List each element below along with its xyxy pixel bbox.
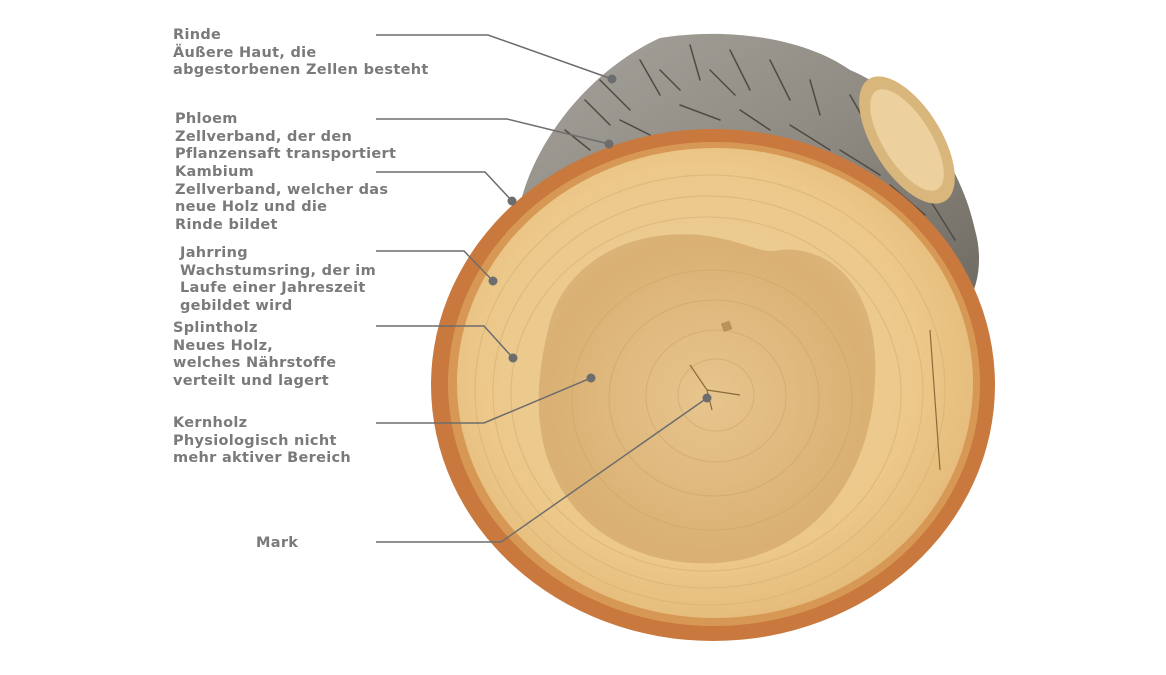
label-title: Kambium (175, 164, 255, 180)
dot-phloem (604, 139, 614, 149)
label-title: Kernholz (173, 415, 248, 431)
label-kambium: Kambium Zellverband, welcher das neue Ho… (175, 164, 388, 234)
dot-kambium (507, 196, 517, 206)
label-phloem: Phloem Zellverband, der den Pflanzensaft… (175, 111, 396, 164)
dot-splintholz (508, 353, 518, 363)
leader-kernholz (376, 377, 592, 424)
label-title: Jahrring (180, 245, 248, 261)
dot-mark (702, 393, 712, 403)
dot-kernholz (586, 373, 596, 383)
label-line: Äußere Haut, die (173, 44, 317, 61)
label-line: abgestorbenen Zellen besteht (173, 62, 429, 79)
leader-jahrring (376, 250, 494, 282)
leader-rinde (376, 34, 613, 80)
label-line: Zellverband, welcher das (175, 181, 389, 198)
label-title: Mark (256, 535, 299, 551)
label-title: Splintholz (173, 320, 258, 336)
label-splintholz: Splintholz Neues Holz, welches Nährstoff… (173, 320, 336, 390)
label-title: Rinde (173, 27, 222, 43)
label-line: Neues Holz, (173, 337, 274, 354)
pith-cracks (689, 329, 941, 471)
label-line: Zellverband, der den (175, 128, 353, 145)
label-line: gebildet wird (180, 297, 293, 314)
branch-stub-inner (870, 89, 944, 191)
label-jahrring: Jahrring Wachstumsring, der im Laufe ein… (180, 245, 376, 315)
label-line: Physiologisch nicht (173, 432, 337, 449)
heartwood-rings (571, 269, 853, 531)
label-line: Rinde bildet (175, 216, 278, 233)
label-line: Laufe einer Jahreszeit (180, 280, 366, 297)
label-rinde: Rinde Äußere Haut, die abgestorbenen Zel… (173, 27, 429, 80)
dot-rinde (607, 74, 617, 84)
leader-kambium (376, 171, 513, 202)
label-mark: Mark (256, 535, 298, 553)
leader-splintholz (376, 325, 514, 359)
leader-mark (376, 397, 708, 543)
label-line: verteilt und lagert (173, 372, 329, 389)
leader-phloem (376, 118, 610, 145)
knot-mark (720, 320, 733, 333)
label-title: Phloem (175, 111, 238, 127)
label-line: neue Holz und die (175, 199, 328, 216)
dot-jahrring (488, 276, 498, 286)
label-line: welches Nährstoffe (173, 355, 337, 372)
label-line: Pflanzensaft transportiert (175, 146, 397, 163)
label-kernholz: Kernholz Physiologisch nicht mehr aktive… (173, 415, 351, 468)
label-line: Wachstumsring, der im (180, 262, 376, 279)
annual-rings (474, 174, 946, 606)
label-line: mehr aktiver Bereich (173, 450, 352, 467)
